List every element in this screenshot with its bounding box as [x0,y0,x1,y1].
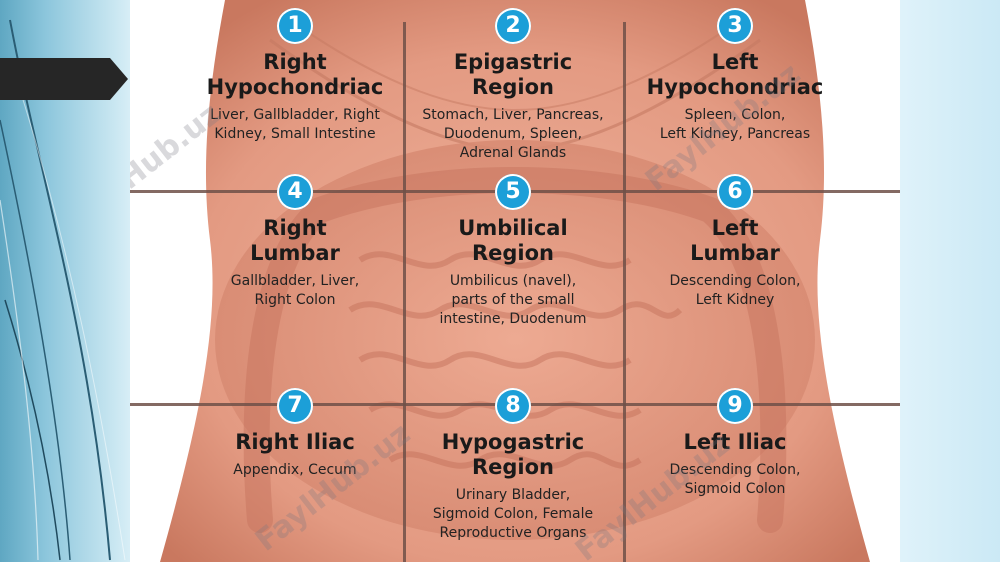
region-organs: Descending Colon, Sigmoid Colon [669,462,801,497]
region-organs: Spleen, Colon, Left Kidney, Pancreas [659,107,811,142]
region-organs: Liver, Gallbladder, Right Kidney, Small … [210,107,380,142]
region-number-badge: 2 [495,8,531,44]
region-organs: Stomach, Liver, Pancreas, Duodenum, Sple… [422,107,604,161]
region-organs: Descending Colon, Left Kidney [669,273,801,308]
region-right-hypochondriac: 1 Right Hypochondriac Liver, Gallbladder… [170,8,420,144]
region-title: Umbilical Region [458,216,568,265]
region-number-badge: 1 [277,8,313,44]
region-title: Left Iliac [683,430,787,454]
vertical-divider-right [623,22,626,562]
region-number-badge: 4 [277,174,313,210]
region-title: Left Lumbar [690,216,780,265]
region-umbilical: 5 Umbilical Region Umbilicus (navel), pa… [400,174,626,329]
region-left-lumbar: 6 Left Lumbar Descending Colon, Left Kid… [615,174,855,310]
region-title: Left Hypochondriac [646,50,824,99]
region-right-lumbar: 4 Right Lumbar Gallbladder, Liver, Right… [170,174,420,310]
region-number-badge: 3 [717,8,753,44]
region-organs: Gallbladder, Liver, Right Colon [230,273,360,308]
region-number-badge: 7 [277,388,313,424]
region-title: Epigastric Region [453,50,573,99]
region-hypogastric: 8 Hypogastric Region Urinary Bladder, Si… [400,388,626,543]
slide-title-tab [0,58,128,100]
right-decorative-band [900,0,1000,562]
region-number-badge: 9 [717,388,753,424]
region-left-iliac: 9 Left Iliac Descending Colon, Sigmoid C… [615,388,855,499]
region-title: Right Hypochondriac [206,50,384,99]
region-number-badge: 8 [495,388,531,424]
torso-artwork [130,0,900,562]
region-title: Right Iliac [235,430,355,454]
region-number-badge: 5 [495,174,531,210]
abdomen-illustration: 1 Right Hypochondriac Liver, Gallbladder… [130,0,900,562]
region-title: Right Lumbar [250,216,340,265]
region-left-hypochondriac: 3 Left Hypochondriac Spleen, Colon, Left… [615,8,855,144]
region-organs: Urinary Bladder, Sigmoid Colon, Female R… [432,487,594,541]
region-title: Hypogastric Region [441,430,585,479]
region-organs: Appendix, Cecum [233,462,357,478]
vertical-divider-left [403,22,406,562]
region-number-badge: 6 [717,174,753,210]
region-epigastric: 2 Epigastric Region Stomach, Liver, Panc… [400,8,626,163]
region-right-iliac: 7 Right Iliac Appendix, Cecum [170,388,420,480]
region-organs: Umbilicus (navel), parts of the small in… [439,273,587,327]
